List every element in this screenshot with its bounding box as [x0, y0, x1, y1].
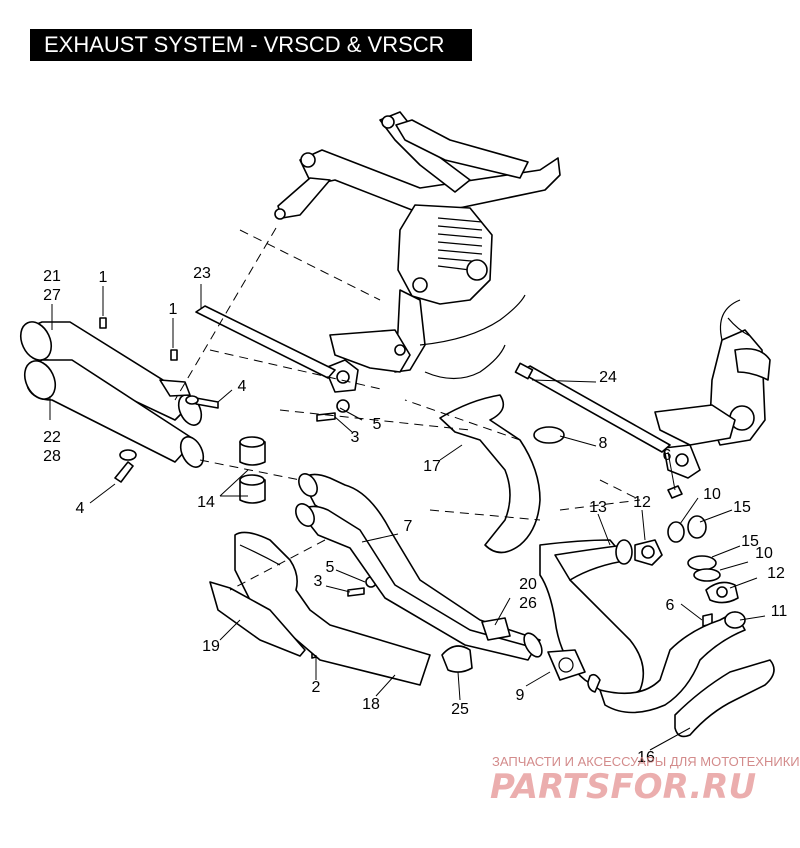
callout-3-second: 3: [314, 573, 323, 590]
callout-22: 22: [43, 429, 61, 446]
tie-rods: [195, 305, 671, 453]
callout-6: 6: [663, 447, 672, 464]
callout-11: 11: [771, 603, 788, 620]
callout-25: 25: [451, 701, 469, 718]
gaskets-and-flanges: [441, 426, 739, 673]
callout-1: 1: [99, 269, 108, 286]
leader-lines: [49, 284, 766, 751]
mufflers: [19, 321, 205, 468]
callout-10: 10: [703, 486, 721, 503]
callout-4: 4: [238, 378, 247, 395]
callout-16: 16: [637, 749, 655, 766]
callout-21: 21: [43, 268, 61, 285]
callout-2: 2: [312, 679, 321, 696]
callout-15-second: 15: [741, 533, 759, 550]
callout-28: 28: [43, 448, 61, 465]
callout-17: 17: [423, 458, 441, 475]
callout-5-second: 5: [326, 559, 335, 576]
callout-10-second: 10: [755, 545, 773, 562]
heat-shields: [209, 531, 431, 686]
callout-3: 3: [351, 429, 360, 446]
assembly-guide-lines: [174, 227, 641, 591]
callout-15: 15: [733, 499, 751, 516]
callout-12: 12: [633, 494, 651, 511]
callout-8: 8: [599, 435, 608, 452]
callout-14: 14: [197, 494, 215, 511]
watermark-tagline: ЗАПЧАСТИ И АКСЕССУАРЫ ДЛЯ МОТОТЕХНИКИ: [492, 754, 800, 769]
front-pipes: [439, 394, 775, 738]
muffler-clamps: [239, 436, 266, 504]
exhaust-header-assembly: [295, 473, 543, 661]
callout-18: 18: [362, 696, 380, 713]
callout-26: 26: [519, 595, 537, 612]
watermark-logo: PARTSFOR.RU: [490, 767, 756, 807]
motorcycle-frame: [274, 111, 771, 446]
callout-23: 23: [193, 265, 211, 282]
rear-mount-bracket: [324, 359, 701, 479]
callout-6-second: 6: [666, 597, 675, 614]
callout-19: 19: [202, 638, 220, 655]
callout-1-second: 1: [169, 301, 178, 318]
callout-27: 27: [43, 287, 61, 304]
callout-numbers: 21 27 1 1 23 4 5 3 22 28 4 14 24 8 17 6 …: [43, 265, 787, 766]
diagram-title: EXHAUST SYSTEM - VRSCD & VRSCR: [30, 29, 472, 61]
watermark: ЗАПЧАСТИ И АКСЕССУАРЫ ДЛЯ МОТОТЕХНИКИ PA…: [490, 754, 800, 807]
callout-13: 13: [589, 499, 607, 516]
callout-9: 9: [516, 687, 525, 704]
callout-5: 5: [373, 416, 382, 433]
callout-12-second: 12: [767, 565, 785, 582]
callout-24: 24: [599, 369, 617, 386]
callout-4-second: 4: [76, 500, 85, 517]
callout-20: 20: [519, 576, 537, 593]
callout-7: 7: [404, 518, 413, 535]
